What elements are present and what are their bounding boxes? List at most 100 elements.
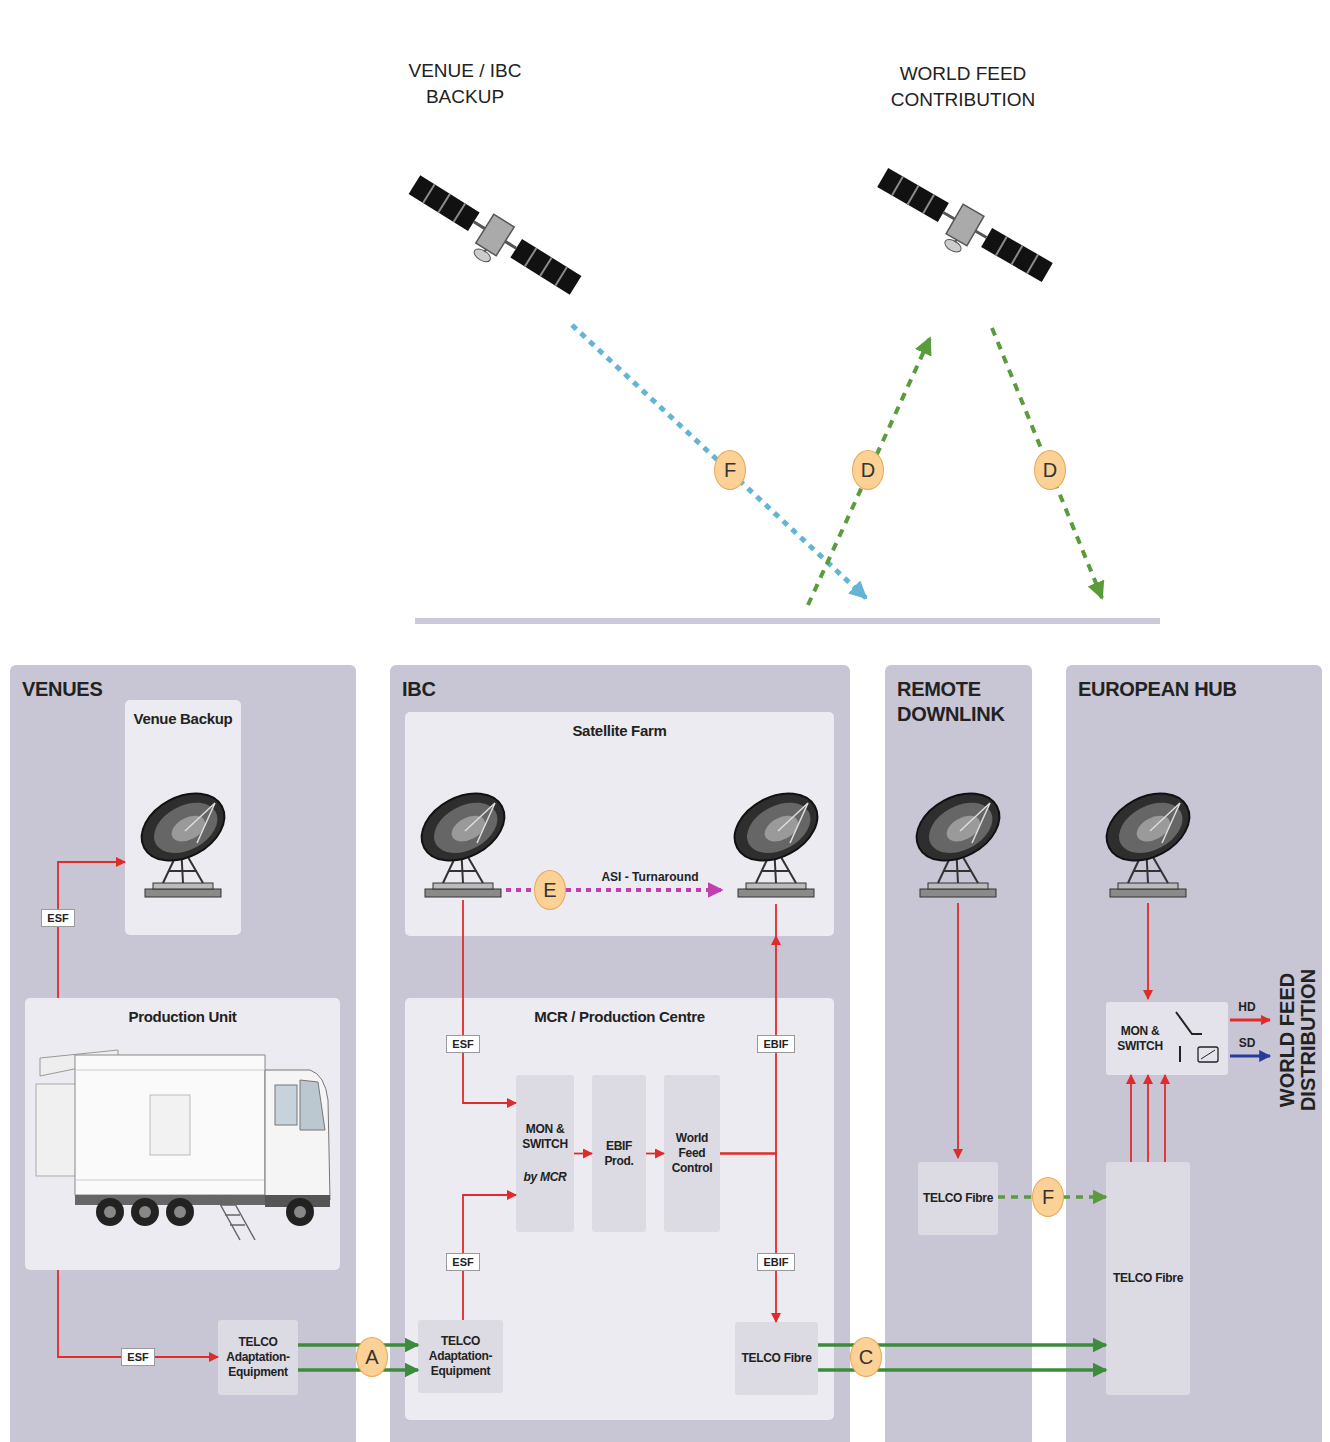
callout-letter: D [1034,450,1066,490]
region-panel: IBC Satellite FarmMCR / Production Centre… [390,665,850,1442]
satellite-icon [868,163,1056,298]
box-label: TELCO Fibre [921,1191,995,1206]
truck-illustration [104,1206,116,1218]
truck-illustration [36,1084,76,1176]
connector-line [298,1368,418,1372]
top-divider [415,618,1160,624]
dish-feed-line [463,900,1148,1158]
truck-illustration [150,1095,190,1155]
equipment-box: TELCO Adaptation- Equipment [218,1320,298,1395]
connector [1131,1075,1165,1162]
dish-feed-line [462,900,464,936]
switch-icon [1176,1012,1202,1034]
output-arrow [1230,1019,1270,1022]
dish-icon [410,780,516,897]
signal-tag: ESF [446,1253,479,1271]
dish-icon [1095,780,1201,897]
truck-illustration [96,1198,124,1226]
connector-line [1130,1075,1132,1162]
equipment-box: TELCO Fibre [918,1162,998,1235]
output-label: HD [1238,1000,1255,1014]
callout-letter: F [714,450,746,490]
signal-tag: ESF [121,1348,154,1366]
truck-illustration [131,1198,159,1226]
process-box: MON & SWITCH by MCR [516,1075,574,1232]
dish-icon [723,780,829,897]
box-label: MON & SWITCH [1112,1024,1168,1054]
process-box: EBIF Prod. [592,1075,646,1232]
side-title: WORLD FEED DISTRIBUTION [1277,940,1319,1140]
connector-line [720,1154,776,1323]
callout-letter: F [1032,1177,1064,1217]
box-heading: MCR / Production Centre [405,1008,834,1026]
box-label: EBIF Prod. [595,1139,643,1169]
truck-illustration [300,1080,325,1130]
truck-illustration [265,1070,330,1200]
box-label: MON & SWITCH [519,1122,571,1152]
link-label: ASI - Turnaround [601,870,698,884]
connector [720,1154,776,1323]
callout-letter: C [850,1337,882,1377]
output-arrow [1230,1020,1270,1056]
connector-line [1164,1075,1166,1162]
satellite-link [572,325,1102,605]
connector-line [58,862,125,998]
signal-tag: ESF [446,1035,479,1053]
truck-illustration [174,1206,186,1218]
signal-tag: EBIF [757,1253,794,1271]
equipment-box: TELCO Fibre [735,1322,818,1395]
dish-feed-line [1147,903,1149,999]
truck-illustration [75,1070,265,1180]
satellite-title: WORLD FEED CONTRIBUTION [878,61,1048,112]
dish-icon [130,780,236,897]
connector-line [58,1270,218,1357]
connector [574,1153,592,1154]
truck-illustration [215,1195,255,1240]
switch-icon [1201,1050,1215,1059]
box-label: TELCO Adaptation- Equipment [221,1335,295,1380]
connector-line [1147,1075,1149,1162]
truck-illustration [139,1206,151,1218]
region-heading: EUROPEAN HUB [1078,677,1310,702]
connector-line [463,936,516,1103]
satellite-title: VENUE / IBC BACKUP [395,58,535,109]
satellite-link [808,338,930,605]
region-heading: VENUES [22,677,344,702]
top-divider [415,618,1160,624]
connector [463,936,516,1103]
connector [58,1270,218,1357]
box-label: World Feed Control [667,1131,717,1176]
process-box: World Feed Control [664,1075,720,1232]
box-label: TELCO Fibre [1109,1271,1187,1286]
region-heading: IBC [402,677,838,702]
box-label: TELCO Fibre [738,1351,815,1366]
signal-tag: ESF [41,909,74,927]
box-heading: Venue Backup [125,710,241,728]
callout-letter: E [534,870,566,910]
connector-line [646,1153,664,1155]
connector [58,862,125,998]
box-label: by MCR [519,1170,571,1185]
signal-tag: EBIF [757,1035,794,1053]
dish-icon [905,780,1011,897]
output-label: SD [1239,1036,1256,1050]
satellite-icon [399,170,585,310]
truck-illustration [286,1198,314,1226]
output-arrow [1230,1055,1270,1058]
box-label: TELCO Adaptation- Equipment [421,1334,500,1379]
dish-icon [130,780,1201,897]
truck-illustration [36,1050,330,1240]
connector [646,1153,664,1154]
satellite-link [572,325,866,598]
truck-illustration [275,1085,297,1125]
switch-icon [1179,1046,1181,1062]
truck-illustration [75,1055,265,1195]
dish-feed-line [775,904,777,936]
dish-feed-line [957,903,959,1158]
satellite-link [992,328,1102,598]
equipment-box: TELCO Fibre [1106,1162,1190,1395]
equipment-box: TELCO Adaptation- Equipment [418,1320,503,1393]
box-heading: Satellite Farm [405,722,834,740]
box-heading: Production Unit [25,1008,340,1026]
